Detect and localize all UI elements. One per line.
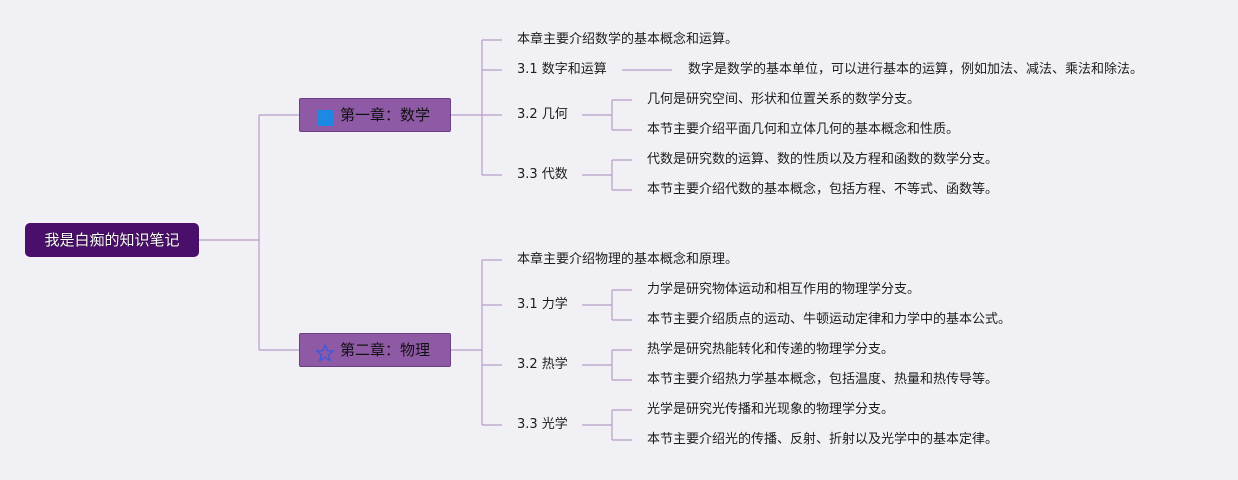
leaf-topic[interactable]: 本节主要介绍质点的运动、牛顿运动定律和力学中的基本公式。 (647, 312, 1012, 327)
chapter-intro[interactable]: 本章主要介绍物理的基本概念和原理。 (517, 252, 739, 267)
root-topic[interactable]: 我是白痴的知识笔记 (25, 223, 199, 257)
chapter-intro[interactable]: 本章主要介绍数学的基本概念和运算。 (517, 32, 739, 47)
leaf-topic[interactable]: 本节主要介绍平面几何和立体几何的基本概念和性质。 (647, 122, 960, 137)
leaf-topic[interactable]: 力学是研究物体运动和相互作用的物理学分支。 (647, 282, 921, 297)
chapter-physics[interactable]: 第二章：物理 (299, 333, 451, 367)
chapter-label: 第一章：数学 (340, 106, 431, 124)
leaf-topic[interactable]: 代数是研究数的运算、数的性质以及方程和函数的数学分支。 (647, 152, 999, 167)
blue-square-icon (316, 106, 334, 126)
leaf-topic[interactable]: 本节主要介绍光的传播、反射、折射以及光学中的基本定律。 (647, 432, 999, 447)
leaf-topic[interactable]: 几何是研究空间、形状和位置关系的数学分支。 (647, 92, 921, 107)
chapter-label: 第二章：物理 (340, 341, 431, 359)
section-topic[interactable]: 3.1 数字和运算 (517, 62, 607, 77)
leaf-topic[interactable]: 本节主要介绍热力学基本概念，包括温度、热量和热传导等。 (647, 372, 999, 387)
section-topic[interactable]: 3.3 代数 (517, 167, 568, 182)
leaf-topic[interactable]: 数字是数学的基本单位，可以进行基本的运算，例如加法、减法、乘法和除法。 (688, 62, 1144, 77)
section-topic[interactable]: 3.2 几何 (517, 107, 568, 122)
leaf-topic[interactable]: 热学是研究热能转化和传递的物理学分支。 (647, 342, 895, 357)
leaf-topic[interactable]: 光学是研究光传播和光现象的物理学分支。 (647, 402, 895, 417)
section-topic[interactable]: 3.1 力学 (517, 297, 568, 312)
leaf-topic[interactable]: 本节主要介绍代数的基本概念，包括方程、不等式、函数等。 (647, 182, 999, 197)
star-outline-icon (315, 341, 334, 362)
section-topic[interactable]: 3.2 热学 (517, 357, 568, 372)
chapter-math[interactable]: 第一章：数学 (299, 98, 451, 132)
section-topic[interactable]: 3.3 光学 (517, 417, 568, 432)
